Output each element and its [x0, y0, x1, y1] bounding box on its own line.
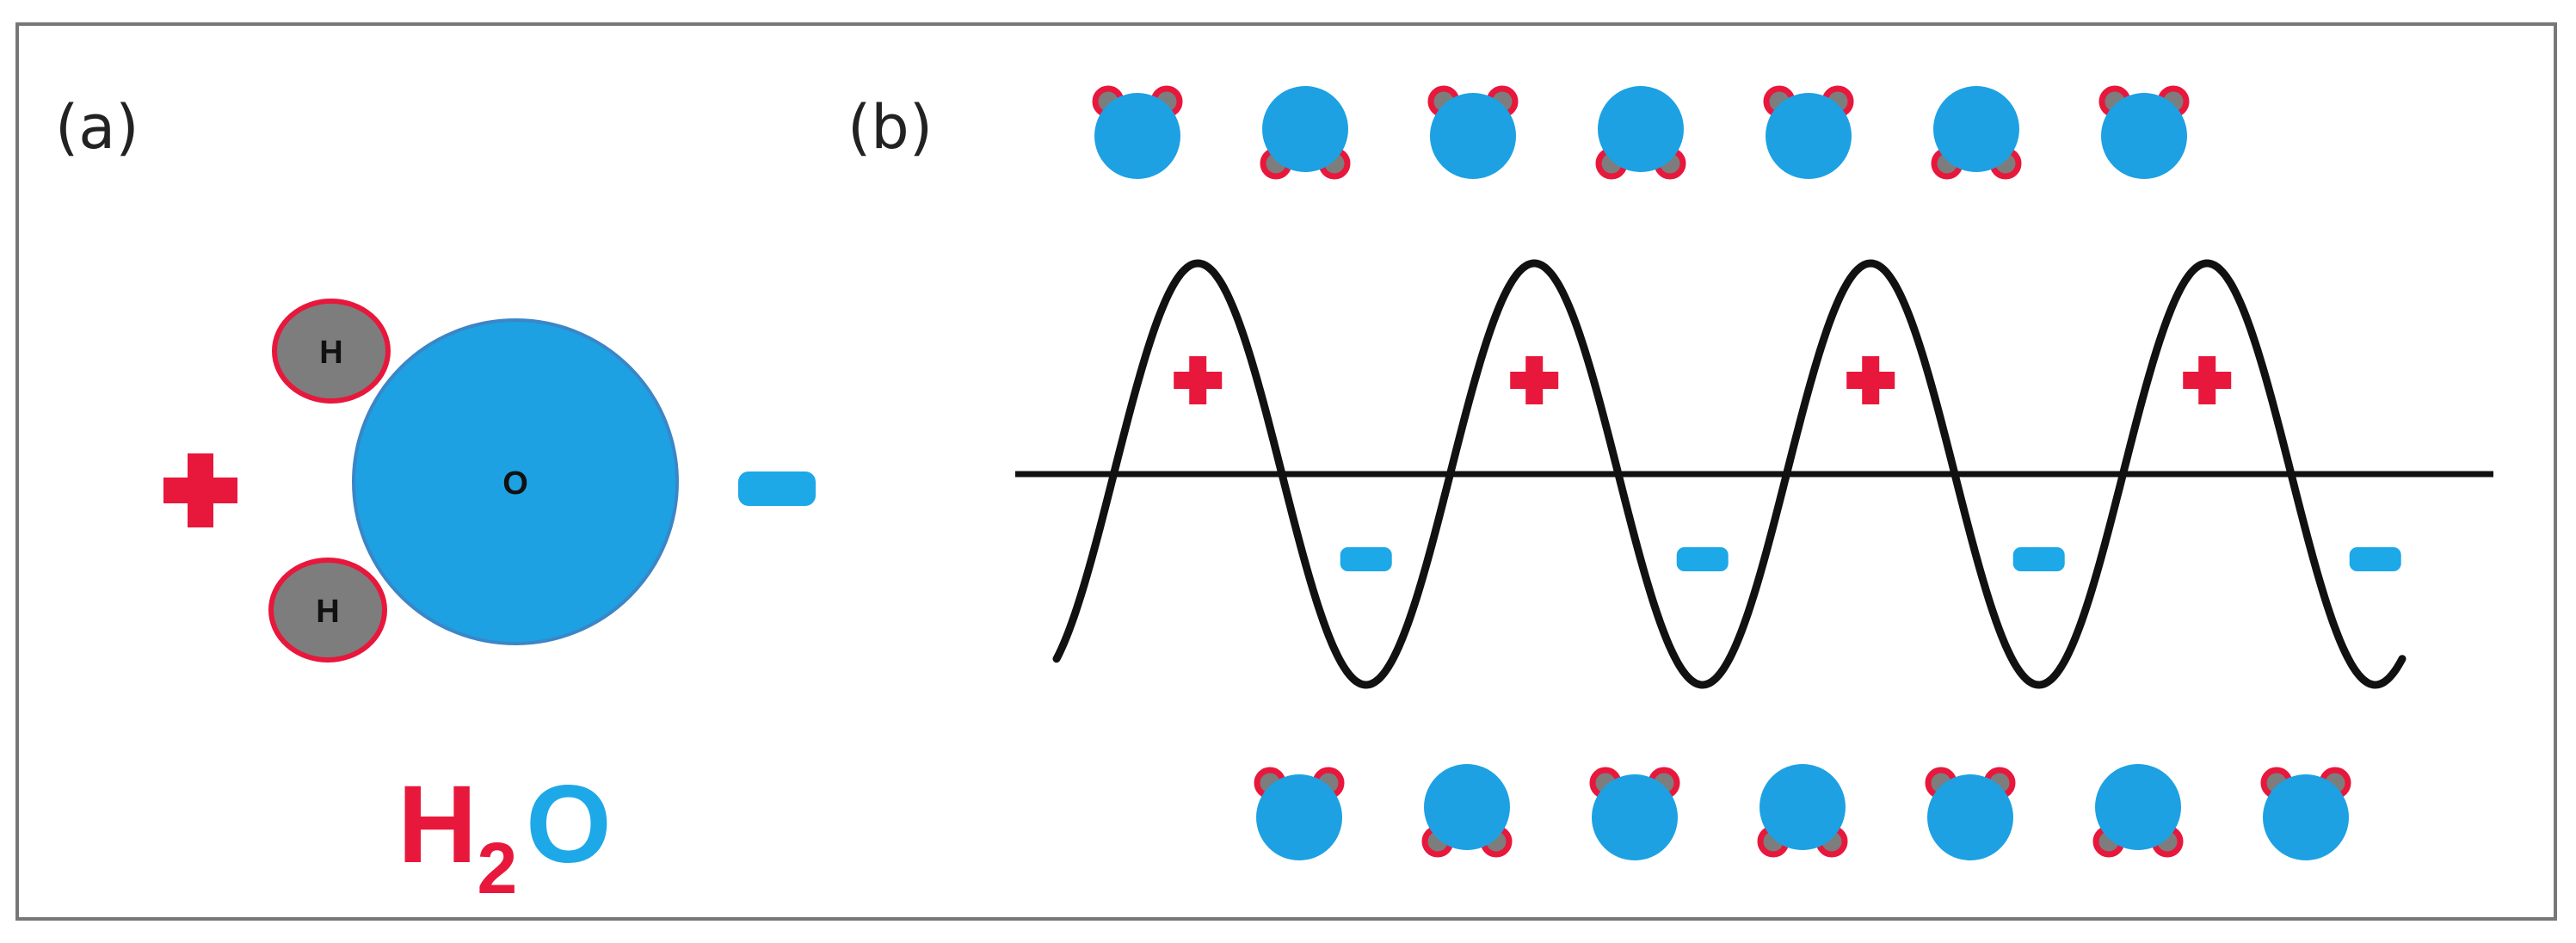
- formula: H2O: [397, 763, 612, 909]
- hydrogen-atom-bottom: H: [268, 558, 387, 663]
- hydrogen-top-label: H: [319, 335, 342, 371]
- water-molecule-icon: [1763, 85, 1854, 179]
- water-molecule-icon: [2092, 764, 2184, 858]
- oxygen-label: O: [502, 465, 528, 502]
- wave-plus-icon: [2183, 356, 2232, 404]
- water-molecule-icon: [1092, 85, 1183, 179]
- positive-pole-icon: [163, 453, 237, 527]
- panel-b-label: (b): [847, 92, 933, 163]
- water-molecule-icon: [1757, 764, 1848, 858]
- water-molecule-icon: [1254, 767, 1345, 860]
- wave-minus-icon: [2349, 547, 2401, 571]
- formula-subscript: 2: [477, 828, 517, 909]
- oxygen-atom: O: [352, 318, 679, 645]
- wave-minus-icon: [2012, 547, 2065, 571]
- formula-h: H: [397, 763, 477, 886]
- wave-sign-markers: [1174, 356, 2401, 571]
- molecule-row-bottom: [1254, 764, 2351, 860]
- wave-plus-icon: [1846, 356, 1895, 404]
- hydrogen-bottom-label: H: [316, 594, 339, 630]
- water-molecule-icon: [1421, 764, 1513, 858]
- panel-a-label: (a): [55, 92, 139, 163]
- wave-minus-icon: [1676, 547, 1729, 571]
- water-molecule-icon: [1595, 86, 1686, 180]
- hydrogen-atom-top: H: [272, 299, 391, 404]
- water-molecule-icon: [2260, 767, 2351, 860]
- wave-plus-icon: [1174, 356, 1223, 404]
- wave-minus-icon: [1340, 547, 1392, 571]
- sine-wave: [1052, 259, 2407, 689]
- formula-o: O: [526, 763, 612, 886]
- water-molecule-icon: [1260, 86, 1351, 180]
- water-molecule-icon: [1427, 85, 1519, 179]
- negative-pole-icon: [738, 472, 816, 506]
- water-molecule-icon: [1925, 767, 2016, 860]
- water-molecule-icon: [1931, 86, 2022, 180]
- panel-b: (b): [847, 85, 2493, 860]
- water-molecule-icon: [2098, 85, 2190, 179]
- panel-a: (a) H H O H2O: [55, 92, 816, 909]
- wave-plus-icon: [1510, 356, 1559, 404]
- water-molecule-icon: [1589, 767, 1680, 860]
- molecule-row-top: [1092, 85, 2190, 180]
